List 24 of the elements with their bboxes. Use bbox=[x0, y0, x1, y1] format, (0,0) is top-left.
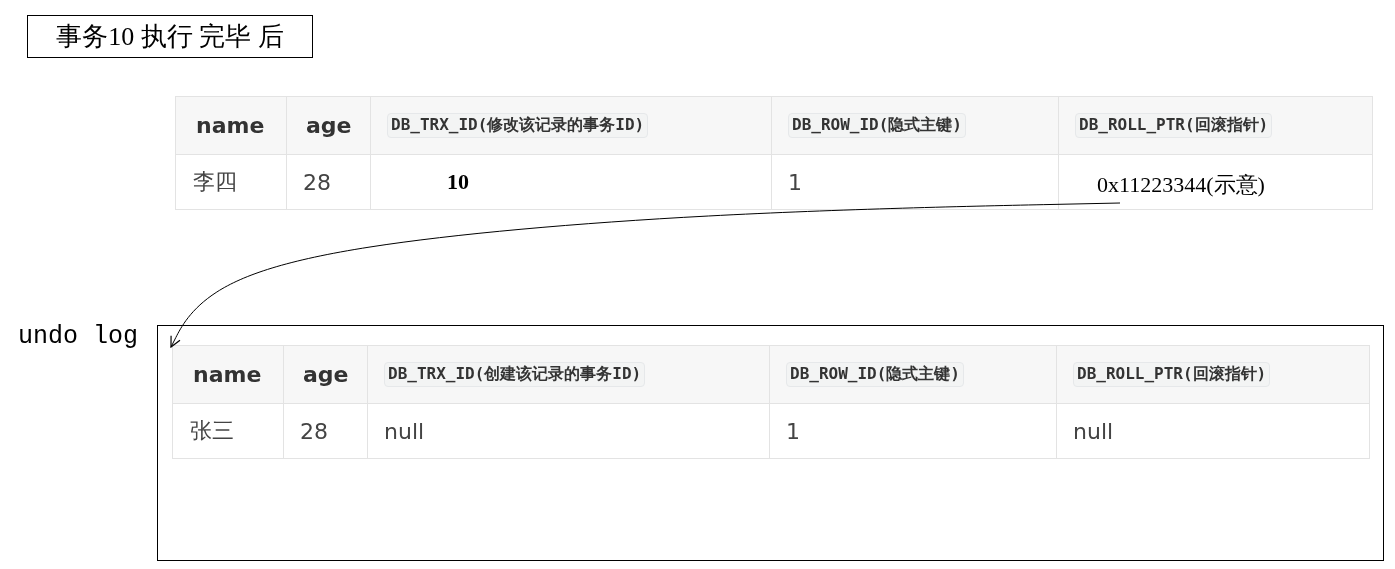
cell-value: 28 bbox=[303, 169, 331, 195]
cell-value: 李四 bbox=[193, 168, 237, 196]
column-header: DB_TRX_ID(修改该记录的事务ID) bbox=[387, 112, 649, 138]
title-box: 事务10 执行 完毕 后 bbox=[27, 15, 313, 58]
column-header: age bbox=[306, 112, 352, 138]
cell-value: 10 bbox=[446, 169, 469, 195]
column-header: name bbox=[196, 112, 265, 138]
curved-arrow bbox=[170, 202, 1121, 348]
cell-value: 28 bbox=[300, 418, 328, 444]
column-header: DB_ROW_ID(隐式主键) bbox=[786, 361, 964, 387]
column-header: DB_TRX_ID(创建该记录的事务ID) bbox=[384, 361, 646, 387]
cell-value: 张三 bbox=[190, 417, 234, 445]
column-header: DB_ROW_ID(隐式主键) bbox=[788, 112, 966, 138]
cell-value: 1 bbox=[788, 169, 802, 195]
column-header: name bbox=[193, 361, 262, 387]
undo-log-box bbox=[157, 325, 1384, 561]
column-header: DB_ROLL_PTR(回滚指针) bbox=[1075, 112, 1273, 138]
column-header: age bbox=[303, 361, 349, 387]
cell-value: null bbox=[1073, 418, 1114, 444]
cell-value: 1 bbox=[786, 418, 800, 444]
cell-value: null bbox=[384, 418, 425, 444]
side-caption: undo log bbox=[18, 322, 139, 351]
pointer-value: 0x11223344(示意) bbox=[1080, 162, 1315, 208]
column-header: DB_ROLL_PTR(回滚指针) bbox=[1073, 361, 1271, 387]
